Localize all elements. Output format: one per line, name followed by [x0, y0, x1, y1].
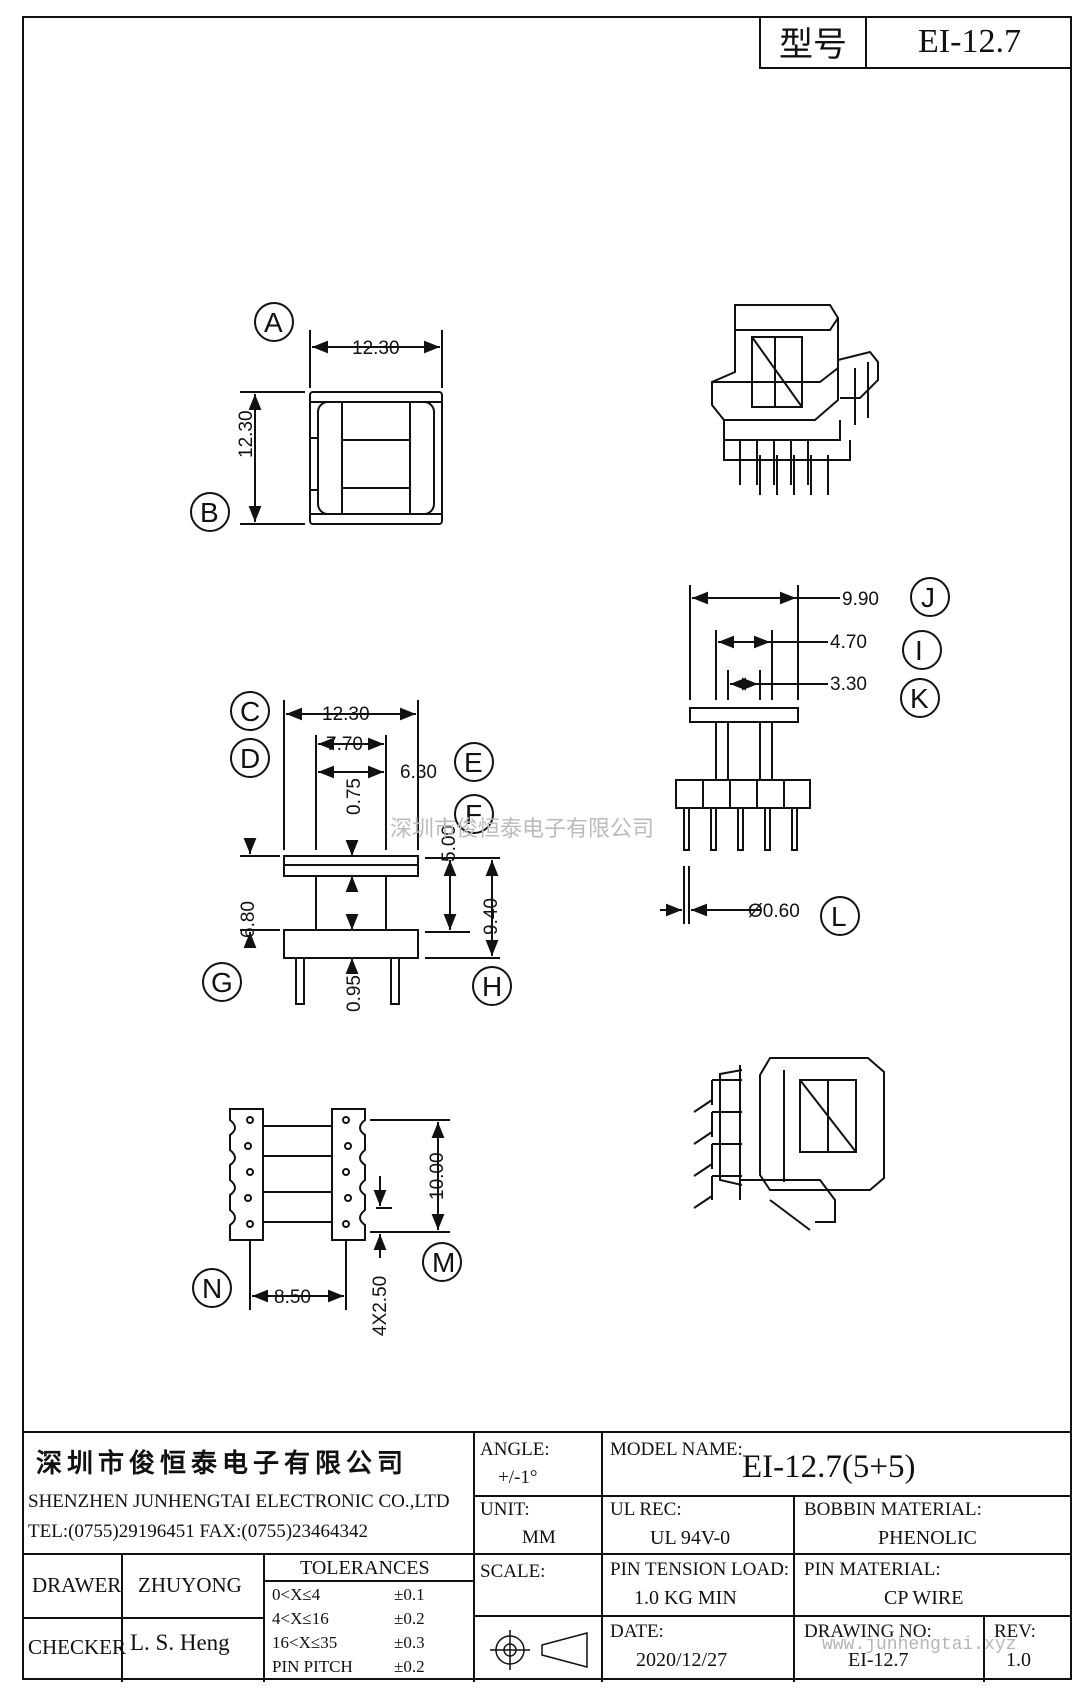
rev-value: 1.0: [1006, 1649, 1031, 1671]
ref-m-circle: M: [432, 1247, 455, 1278]
angle-value: +/-1°: [498, 1467, 538, 1488]
unit-label: UNIT:: [480, 1499, 530, 1520]
ref-i-circle: I: [915, 635, 923, 666]
bobbin-material-value: PHENOLIC: [878, 1527, 977, 1549]
dim-b-text: 12.30: [236, 410, 257, 458]
isometric-view-top: [711, 304, 879, 495]
date-value: 2020/12/27: [636, 1649, 728, 1671]
isometric-view-bottom: [693, 1057, 885, 1231]
ref-a-circle: A: [264, 307, 283, 338]
dim-075-text: 0.75: [344, 778, 365, 815]
dim-d-text: 7.70: [326, 734, 363, 755]
model-header-label: 型号: [761, 16, 867, 67]
pin-material-label: PIN MATERIAL:: [804, 1559, 941, 1580]
dim-pitch-text: 4X2.50: [370, 1276, 391, 1336]
projection-symbol-icon: [490, 1630, 588, 1670]
drawer-label: DRAWER: [32, 1573, 122, 1597]
scale-label: SCALE:: [480, 1561, 546, 1582]
rev-label: REV:: [994, 1621, 1036, 1642]
ref-e-circle: E: [464, 747, 483, 778]
dim-k-text: 3.30: [830, 674, 867, 695]
dim-095-text: 0.95: [344, 975, 365, 1012]
ref-k-circle: K: [910, 683, 929, 714]
dim-e-text: 6.30: [400, 762, 437, 783]
dim-pins-text: 10.00: [427, 1152, 448, 1200]
top-view: [190, 302, 443, 532]
website-watermark: www.junhengtai.xyz: [822, 1635, 1017, 1655]
unit-value: MM: [522, 1527, 556, 1548]
dim-spacing-text: 8.50: [274, 1287, 311, 1308]
checker-value: L. S. Heng: [130, 1630, 230, 1655]
dim-l-text: Ø0.60: [748, 901, 800, 922]
tolerance-value-1: ±0.1: [394, 1585, 425, 1604]
ul-rec-value: UL 94V-0: [650, 1527, 731, 1549]
drawing-no-label: DRAWING NO:: [804, 1621, 932, 1642]
angle-label: ANGLE:: [480, 1439, 550, 1460]
drawing-sheet-border: [22, 16, 1072, 1680]
ref-h-circle: H: [482, 971, 502, 1002]
tolerance-value-4: ±0.2: [394, 1657, 425, 1676]
title-block-grid: [22, 1433, 1072, 1682]
dim-f-text: 5.00: [439, 825, 460, 862]
dim-a-text: 12.30: [352, 338, 400, 359]
tolerance-range-1: 0<X≤4: [272, 1585, 321, 1604]
bobbin-material-label: BOBBIN MATERIAL:: [804, 1499, 982, 1520]
tolerance-range-2: 4<X≤16: [272, 1609, 329, 1628]
dim-940-text: 9.40: [481, 898, 502, 935]
ref-g-circle: G: [211, 967, 233, 998]
ref-n-circle: N: [202, 1273, 222, 1304]
technical-drawing: 12.30 12.30 A B 12.30 7.70 6.30 0.75 5.0…: [190, 302, 950, 1336]
model-header-value: EI-12.7: [918, 22, 1021, 60]
watermark-text: 深圳市俊恒泰电子有限公司: [390, 817, 654, 842]
tolerance-value-3: ±0.3: [394, 1633, 425, 1652]
date-label: DATE:: [610, 1621, 664, 1642]
drawing-no-value: EI-12.7: [848, 1649, 909, 1671]
ref-f-circle: F: [465, 799, 482, 830]
model-name-value: EI-12.7(5+5): [742, 1449, 916, 1485]
model-header-box: 型号 EI-12.7: [759, 16, 1072, 69]
drawer-value: ZHUYONG: [138, 1573, 242, 1597]
tolerance-range-4: PIN PITCH: [272, 1657, 353, 1676]
front-view: [202, 691, 512, 1006]
company-name-cn: 深圳市俊恒泰电子有限公司: [36, 1449, 409, 1479]
model-name-label: MODEL NAME:: [610, 1439, 743, 1460]
side-view: [660, 577, 950, 936]
tolerance-value-2: ±0.2: [394, 1609, 425, 1628]
company-name-en: SHENZHEN JUNHENGTAI ELECTRONIC CO.,LTD: [28, 1491, 450, 1512]
dim-680-text: 6.80: [238, 901, 259, 938]
title-block: 深圳市俊恒泰电子有限公司 SHENZHEN JUNHENGTAI ELECTRO…: [22, 1431, 1072, 1682]
ref-l-circle: L: [831, 901, 847, 932]
pin-material-value: CP WIRE: [884, 1587, 964, 1609]
company-contact: TEL:(0755)29196451 FAX:(0755)23464342: [28, 1521, 369, 1542]
bottom-view: [192, 1108, 462, 1310]
dim-j-text: 9.90: [842, 589, 879, 610]
dim-i-text: 4.70: [830, 632, 867, 653]
dim-c-text: 12.30: [322, 704, 370, 725]
tolerance-range-3: 16<X≤35: [272, 1633, 338, 1652]
ref-b-circle: B: [200, 497, 219, 528]
checker-label: CHECKER: [28, 1635, 127, 1659]
ref-c-circle: C: [240, 696, 260, 727]
ref-j-circle: J: [921, 582, 935, 613]
ul-rec-label: UL REC:: [610, 1499, 682, 1520]
tolerances-title: TOLERANCES: [300, 1557, 430, 1579]
pin-tension-label: PIN TENSION LOAD:: [610, 1559, 790, 1580]
ref-d-circle: D: [240, 743, 260, 774]
pin-tension-value: 1.0 KG MIN: [634, 1587, 737, 1609]
